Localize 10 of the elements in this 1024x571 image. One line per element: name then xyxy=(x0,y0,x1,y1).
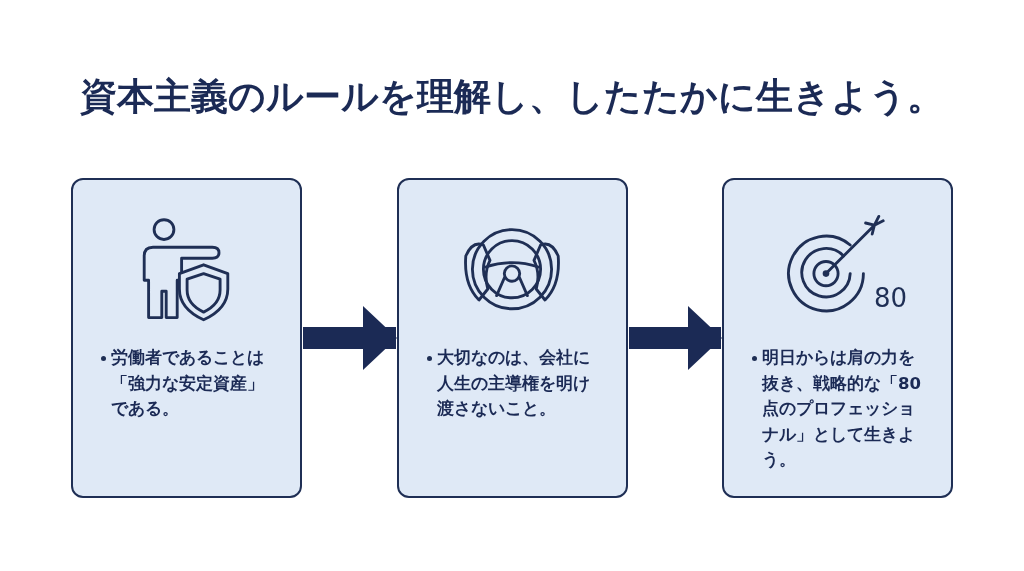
content-card xyxy=(397,178,628,498)
title: 資本主義のルールを理解し、したたかに生きよう。 xyxy=(79,74,945,120)
bullet-text: 労働者であることは「強力な安定資産」である。 xyxy=(111,347,265,421)
content-card xyxy=(722,178,953,498)
arrow xyxy=(303,306,397,370)
bullet-text: 明日からは肩の力を抜き、戦略的な「80点のプロフェッショナル」として生きよう。 xyxy=(762,347,922,472)
arrow xyxy=(629,306,722,370)
icon-number: 80 xyxy=(874,285,908,311)
bullet-text: 大切なのは、会社に人生の主導権を明け渡さないこと。 xyxy=(437,347,591,421)
content-card xyxy=(71,178,302,498)
